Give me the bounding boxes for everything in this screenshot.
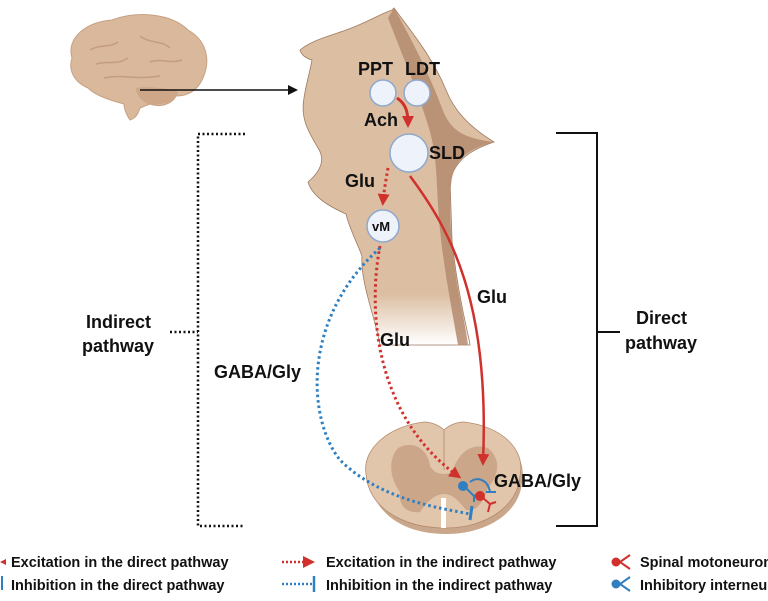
legend: Excitation in the direct pathway Inhibit…	[0, 554, 768, 594]
brain-illustration	[70, 14, 208, 121]
svg-text:Excitation in the direct pathw: Excitation in the direct pathway	[11, 555, 229, 571]
legend-item-indirect-excitation: Excitation in the indirect pathway	[282, 555, 556, 571]
direct-excitation-arrow	[408, 175, 490, 466]
brainstem-illustration	[299, 7, 495, 346]
vm-nucleus	[366, 209, 400, 243]
indirect-inhibition-path	[315, 246, 471, 516]
vm-label: vM	[372, 219, 390, 234]
sld-vm-excitation-arrow	[377, 167, 390, 206]
glu-indirect-label: Glu	[380, 330, 410, 350]
glu-sld-vm-label: Glu	[345, 171, 375, 191]
interneuron-icon	[611, 579, 621, 589]
indirect-excitation-arrow	[373, 245, 462, 479]
legend-item-direct-inhibition: Inhibition in the direct pathway	[1, 576, 224, 594]
motoneuron-icon	[611, 557, 621, 567]
spinal-motoneuron	[475, 491, 497, 513]
ach-excitation-arrow	[396, 96, 414, 128]
indirect-pathway-label-line2: pathway	[82, 336, 154, 356]
indirect-pathway-bracket	[170, 132, 245, 528]
legend-item-direct-excitation: Excitation in the direct pathway	[0, 555, 229, 571]
svg-text:Inhibitory interneuron: Inhibitory interneuron	[640, 578, 768, 594]
sld-label: SLD	[429, 143, 465, 163]
direct-pathway-label-line2: pathway	[625, 333, 697, 353]
legend-item-indirect-inhibition: Inhibition in the indirect pathway	[282, 576, 552, 594]
direct-pathway-label-line1: Direct	[636, 308, 687, 328]
svg-text:Inhibition in the indirect pat: Inhibition in the indirect pathway	[326, 578, 552, 594]
legend-item-spinal-motoneuron: Spinal motoneuron	[611, 554, 768, 571]
indirect-pathway-label-line1: Indirect	[86, 312, 151, 332]
svg-text:Inhibition in the direct pathw: Inhibition in the direct pathway	[11, 578, 224, 594]
indirect-inhibition-bar	[468, 505, 474, 521]
svg-text:Spinal motoneuron: Spinal motoneuron	[640, 555, 768, 571]
spinal-cord-illustration	[365, 421, 523, 534]
glu-direct-label: Glu	[477, 287, 507, 307]
ppt-nucleus	[369, 79, 397, 107]
solid-arrow-icon	[0, 559, 6, 565]
ach-label: Ach	[364, 110, 398, 130]
sld-nucleus	[389, 133, 429, 173]
gaba-spinal-label: GABA/Gly	[494, 471, 581, 491]
direct-pathway-bracket	[556, 132, 620, 527]
ldt-label: LDT	[405, 59, 440, 79]
legend-item-inhibitory-interneuron: Inhibitory interneuron	[611, 576, 768, 594]
inhibitory-interneuron	[458, 478, 496, 502]
svg-text:Excitation in the indirect pat: Excitation in the indirect pathway	[326, 555, 556, 571]
gaba-indirect-label: GABA/Gly	[214, 362, 301, 382]
ldt-nucleus	[403, 79, 431, 107]
ppt-label: PPT	[358, 59, 393, 79]
